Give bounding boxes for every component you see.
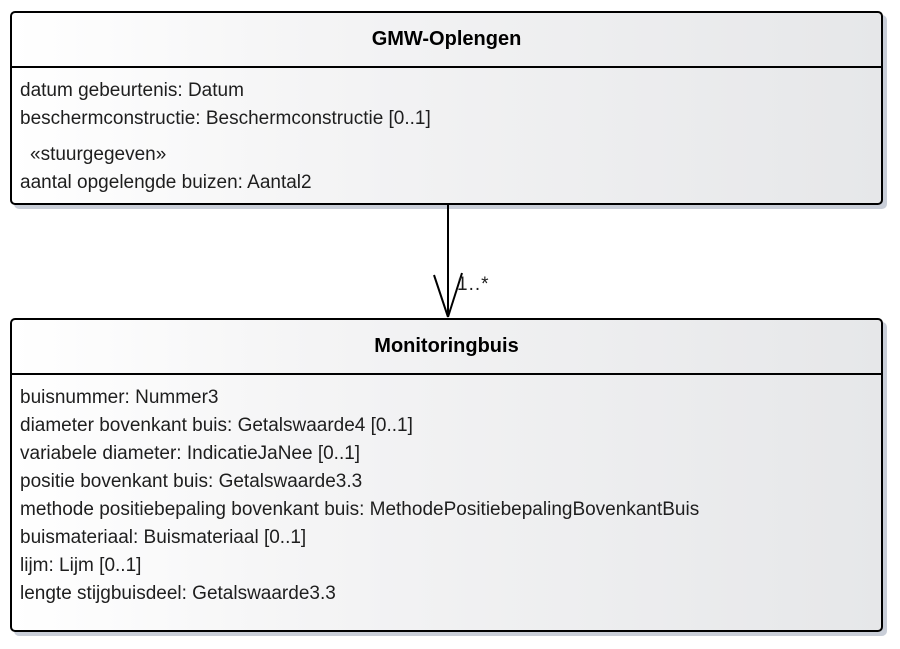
attribute-line: variabele diameter: IndicatieJaNee [0..1… <box>20 443 361 464</box>
attribute-line: aantal opgelengde buizen: Aantal2 <box>20 172 312 193</box>
attribute-line: buisnummer: Nummer3 <box>20 387 219 408</box>
stereotype-label: «stuurgegeven» <box>30 144 167 165</box>
class-box-monitoringbuis: Monitoringbuis buisnummer: Nummer3 diame… <box>10 318 883 632</box>
attribute-line: positie bovenkant buis: Getalswaarde3.3 <box>20 471 363 492</box>
class-name-monitoringbuis: Monitoringbuis <box>12 320 881 375</box>
attribute-compartment: buisnummer: Nummer3 diameter bovenkant b… <box>12 375 881 608</box>
attribute-line: methode positiebepaling bovenkant buis: … <box>20 499 700 520</box>
attribute-line: diameter bovenkant buis: Getalswaarde4 [… <box>20 415 413 436</box>
class-box-gmw-oplengen: GMW-Oplengen datum gebeurtenis: Datum be… <box>10 11 883 205</box>
multiplicity-label: 1..* <box>457 274 490 295</box>
attribute-line: lengte stijgbuisdeel: Getalswaarde3.3 <box>20 583 336 604</box>
attribute-line: lijm: Lijm [0..1] <box>20 555 142 576</box>
attribute-line: beschermconstructie: Beschermconstructie… <box>20 108 431 129</box>
attribute-line: buismateriaal: Buismateriaal [0..1] <box>20 527 307 548</box>
attribute-compartment: datum gebeurtenis: Datum beschermconstru… <box>12 68 881 197</box>
attribute-line: datum gebeurtenis: Datum <box>20 80 244 101</box>
association-arrow <box>433 205 463 318</box>
class-name-gmw-oplengen: GMW-Oplengen <box>12 13 881 68</box>
